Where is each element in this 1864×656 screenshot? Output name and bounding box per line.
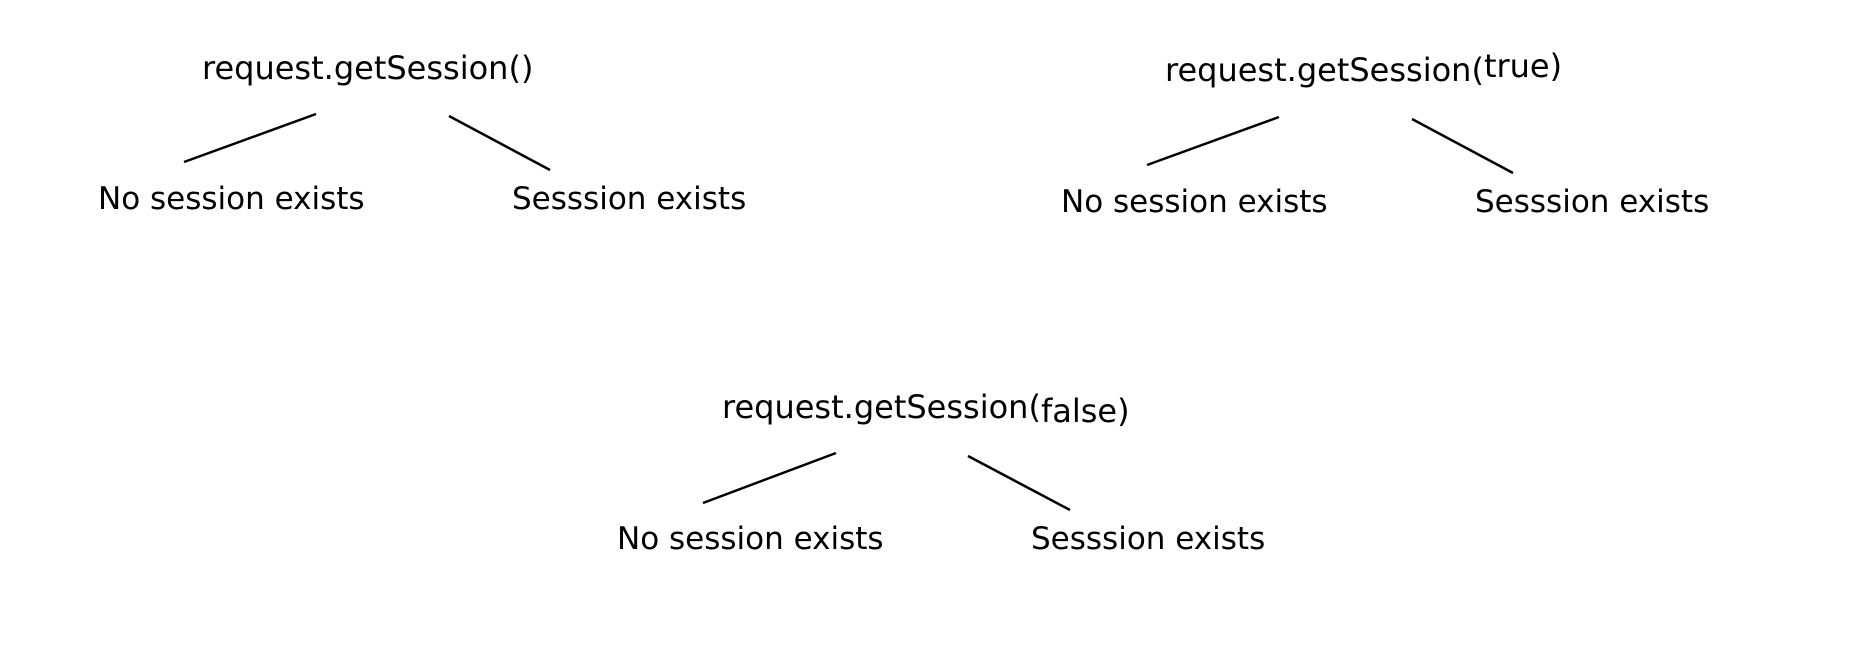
t1-root-prefix: request.getSession( <box>202 49 521 87</box>
t2-left-child-label: No session exists <box>1061 184 1328 220</box>
t1-root-arg: ) <box>520 49 534 87</box>
t2-root-label: request.getSession(true) <box>1165 50 1562 89</box>
t3-root-label: request.getSession(false) <box>722 388 1130 427</box>
t3-right-edge <box>967 454 1071 512</box>
t3-left-child-label: No session exists <box>617 521 884 557</box>
t1-left-edge <box>183 112 317 164</box>
t2-root-arg: true) <box>1483 47 1563 85</box>
t1-right-child-label: Sesssion exists <box>512 181 747 217</box>
t3-right-child-label: Sesssion exists <box>1031 521 1266 557</box>
t3-left-edge <box>702 451 837 505</box>
t1-right-edge <box>448 114 551 172</box>
t2-left-edge <box>1146 115 1280 167</box>
t1-root-label: request.getSession() <box>202 52 533 84</box>
t3-root-prefix: request.getSession( <box>722 388 1041 426</box>
t2-root-prefix: request.getSession( <box>1165 51 1484 89</box>
t3-root-arg: false) <box>1040 392 1130 430</box>
t2-right-edge <box>1411 117 1514 175</box>
t2-right-child-label: Sesssion exists <box>1475 184 1710 220</box>
t1-left-child-label: No session exists <box>98 181 365 217</box>
